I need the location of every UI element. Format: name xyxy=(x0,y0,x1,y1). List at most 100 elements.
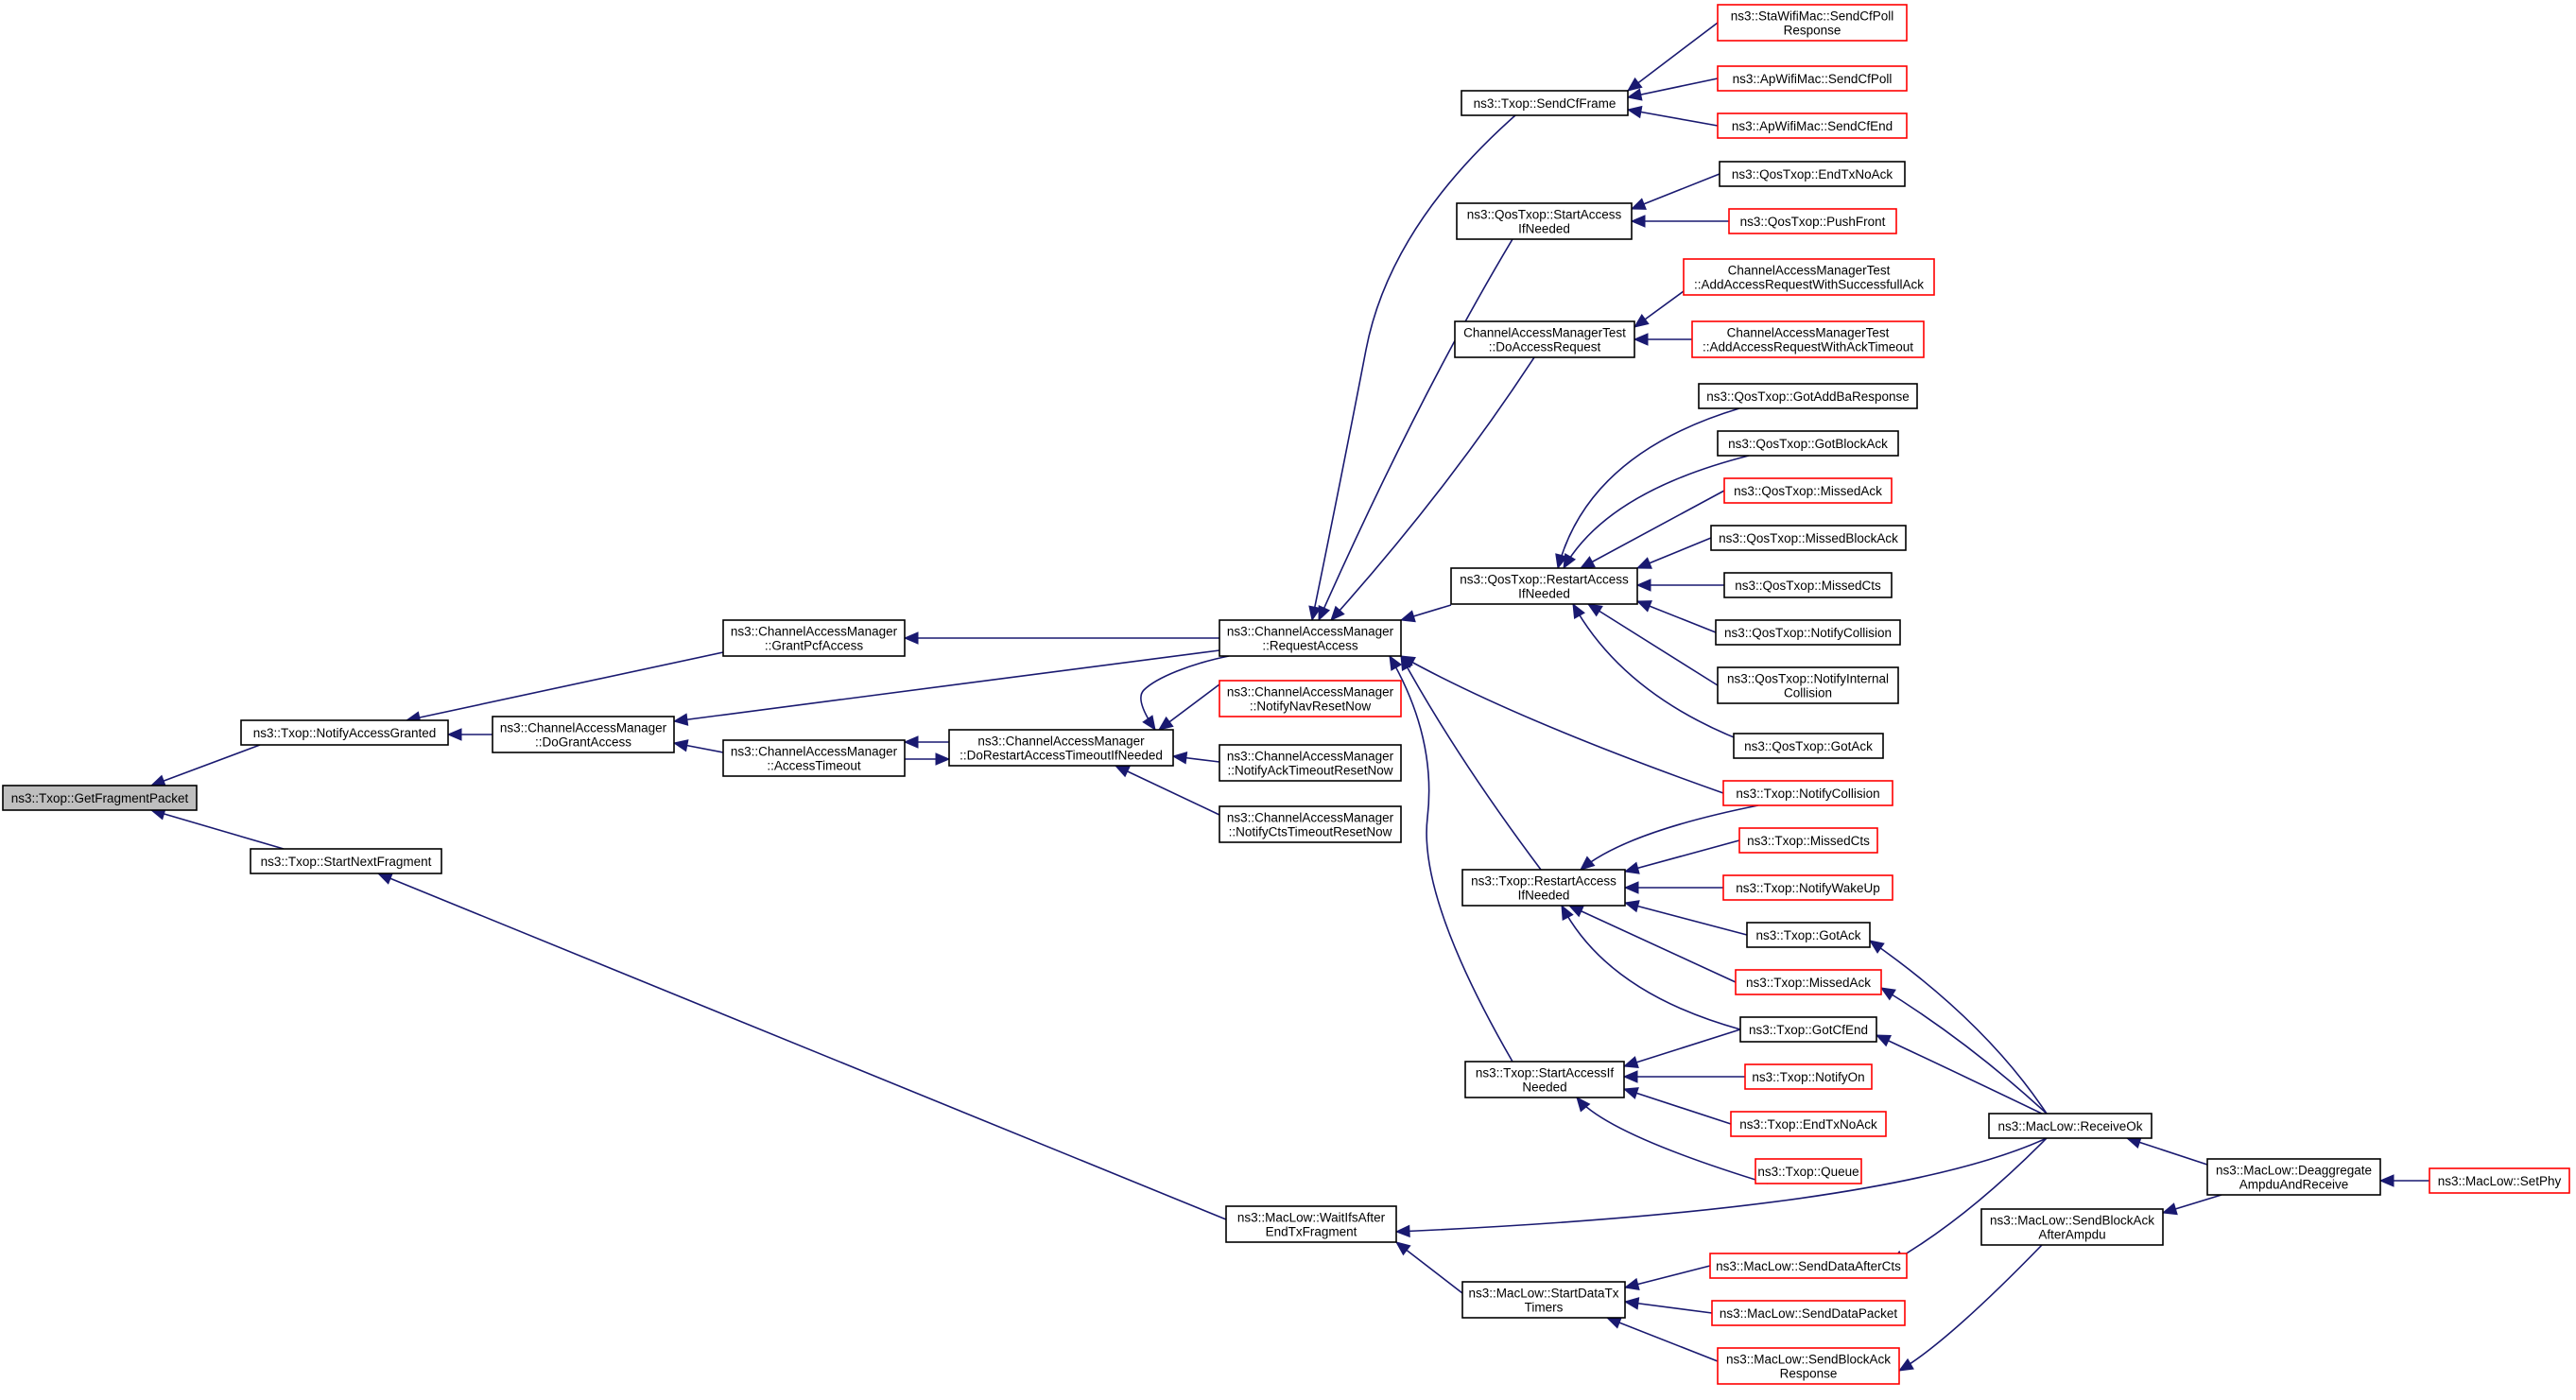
call-edge-n5-to-n4 xyxy=(672,739,724,753)
node-label-line: ns3::MacLow::StartDataTx xyxy=(1468,1287,1618,1301)
graph-node-n38[interactable]: ns3::Txop::MissedAck xyxy=(1735,969,1882,995)
graph-node-n43[interactable]: ns3::MacLow::ReceiveOk xyxy=(1988,1113,2152,1139)
call-edge-n45-to-n18 xyxy=(1623,1265,1711,1290)
graph-node-n3[interactable]: ns3::ChannelAccessManager::GrantPcfAcces… xyxy=(722,619,906,657)
call-edge-n42-to-n17 xyxy=(1576,1097,1769,1184)
node-label-line: ns3::MacLow::SendDataPacket xyxy=(1720,1306,1898,1321)
arrowhead xyxy=(1623,1277,1640,1290)
call-edge-n43-to-n38 xyxy=(1879,987,2048,1115)
graph-node-n49[interactable]: ns3::MacLow::SetPhy xyxy=(2429,1167,2570,1194)
node-label-line: ns3::Txop::GotAck xyxy=(1755,928,1860,942)
call-edge-n38-to-n16 xyxy=(1567,905,1737,983)
call-edge-n39-to-n16 xyxy=(1561,904,1741,1030)
arrowhead xyxy=(1635,600,1652,613)
arrowhead xyxy=(1622,1056,1639,1069)
graph-node-n4[interactable]: ns3::ChannelAccessManager::DoGrantAccess xyxy=(492,716,675,753)
graph-node-n8[interactable]: ns3::ChannelAccessManager::NotifyNavRese… xyxy=(1219,680,1402,717)
graph-node-n26[interactable]: ns3::QosTxop::GotAddBaResponse xyxy=(1698,383,1918,409)
graph-node-n45[interactable]: ns3::MacLow::SendDataAfterCts xyxy=(1709,1253,1908,1279)
graph-node-n30[interactable]: ns3::QosTxop::MissedCts xyxy=(1723,572,1893,598)
call-edge-n7-to-n6 xyxy=(1140,655,1230,732)
node-label-line: Needed xyxy=(1522,1080,1566,1095)
node-label-line: ns3::ChannelAccessManager xyxy=(731,745,898,759)
node-label-line: ns3::Txop::Queue xyxy=(1757,1165,1859,1179)
graph-node-n14[interactable]: ChannelAccessManagerTest::DoAccessReques… xyxy=(1454,320,1635,358)
node-label-line: ns3::ChannelAccessManager xyxy=(500,721,667,735)
arrowhead xyxy=(1580,856,1596,871)
graph-node-n23[interactable]: ns3::QosTxop::PushFront xyxy=(1728,208,1897,234)
node-label-line: ns3::QosTxop::RestartAccess xyxy=(1460,573,1629,587)
graph-node-n29[interactable]: ns3::QosTxop::MissedBlockAck xyxy=(1710,525,1907,551)
arrowhead xyxy=(1308,605,1322,622)
arrowhead xyxy=(1563,553,1577,570)
graph-node-n37[interactable]: ns3::Txop::GotAck xyxy=(1746,922,1871,948)
arrowhead xyxy=(1626,77,1643,92)
graph-node-n24[interactable]: ChannelAccessManagerTest::AddAccessReque… xyxy=(1683,258,1935,296)
graph-node-n12[interactable]: ns3::Txop::SendCfFrame xyxy=(1461,90,1629,116)
graph-node-n39[interactable]: ns3::Txop::GotCfEnd xyxy=(1739,1016,1877,1043)
node-label-line: ChannelAccessManagerTest xyxy=(1728,264,1891,278)
call-edge-n15-to-n7 xyxy=(1399,604,1452,623)
node-label-line: ns3::Txop::NotifyCollision xyxy=(1736,786,1879,801)
node-label-line: ns3::QosTxop::GotAddBaResponse xyxy=(1706,389,1910,404)
graph-node-n35[interactable]: ns3::Txop::MissedCts xyxy=(1738,827,1878,854)
node-label-line: EndTxFragment xyxy=(1266,1225,1357,1239)
arrowhead xyxy=(935,752,951,766)
call-edge-n29-to-n15 xyxy=(1635,537,1712,569)
graph-node-n22[interactable]: ns3::QosTxop::EndTxNoAck xyxy=(1719,161,1906,187)
graph-node-n2[interactable]: ns3::Txop::StartNextFragment xyxy=(250,848,442,874)
call-edge-n43-to-n39 xyxy=(1875,1034,2043,1115)
graph-node-n25[interactable]: ChannelAccessManagerTest::AddAccessReque… xyxy=(1691,320,1925,358)
node-label-line: AmpduAndReceive xyxy=(2239,1178,2349,1192)
graph-node-n41[interactable]: ns3::Txop::EndTxNoAck xyxy=(1730,1111,1887,1137)
node-label-line: ns3::MacLow::SendBlockAck xyxy=(1726,1353,1891,1367)
node-label-line: ns3::QosTxop::EndTxNoAck xyxy=(1732,167,1893,181)
graph-node-n42[interactable]: ns3::Txop::Queue xyxy=(1755,1158,1862,1184)
call-edge-n23-to-n13 xyxy=(1630,215,1729,228)
arrowhead xyxy=(1868,940,1885,954)
graph-node-n10[interactable]: ns3::ChannelAccessManager::NotifyCtsTime… xyxy=(1219,805,1402,843)
edge-layer xyxy=(149,22,2429,1372)
node-label-line: Response xyxy=(1784,24,1841,38)
graph-node-n40[interactable]: ns3::Txop::NotifyOn xyxy=(1744,1063,1873,1090)
call-edge-n48-to-n44 xyxy=(2161,1194,2222,1216)
arrowhead xyxy=(1633,333,1649,346)
graph-node-n36[interactable]: ns3::Txop::NotifyWakeUp xyxy=(1722,874,1893,901)
graph-node-n46[interactable]: ns3::MacLow::SendDataPacket xyxy=(1711,1300,1906,1326)
call-edge-n24-to-n14 xyxy=(1633,290,1685,328)
graph-node-n5[interactable]: ns3::ChannelAccessManager::AccessTimeout xyxy=(722,739,906,777)
graph-node-n1[interactable]: ns3::Txop::NotifyAccessGranted xyxy=(240,719,449,746)
graph-node-n27[interactable]: ns3::QosTxop::GotBlockAck xyxy=(1717,430,1899,457)
node-label-line: ns3::Txop::GetFragmentPacket xyxy=(11,791,189,805)
graph-node-n31[interactable]: ns3::QosTxop::NotifyCollision xyxy=(1715,619,1901,646)
node-label-line: ::DoGrantAccess xyxy=(535,735,631,750)
call-edge-n10-to-n6 xyxy=(1114,765,1220,816)
graph-node-n9[interactable]: ns3::ChannelAccessManager::NotifyAckTime… xyxy=(1219,744,1402,782)
arrowhead xyxy=(1623,1297,1640,1310)
arrowhead xyxy=(2161,1202,2178,1216)
graph-node-n7[interactable]: ns3::ChannelAccessManager::RequestAccess xyxy=(1219,619,1402,657)
node-label-line: ns3::MacLow::SendBlockAck xyxy=(1990,1214,2154,1228)
node-label-line: ::NotifyCtsTimeoutResetNow xyxy=(1229,825,1392,839)
node-label-line: ns3::QosTxop::GotBlockAck xyxy=(1728,437,1888,451)
graph-node-n33[interactable]: ns3::QosTxop::GotAck xyxy=(1733,733,1884,759)
graph-node-n6[interactable]: ns3::ChannelAccessManager::DoRestartAcce… xyxy=(948,729,1174,767)
arrowhead xyxy=(672,739,689,752)
graph-node-n34[interactable]: ns3::Txop::NotifyCollision xyxy=(1722,780,1893,806)
graph-node-n21[interactable]: ns3::ApWifiMac::SendCfEnd xyxy=(1717,112,1908,139)
graph-node-n28[interactable]: ns3::QosTxop::MissedAck xyxy=(1723,477,1893,504)
call-edge-n8-to-n6 xyxy=(1157,683,1220,731)
graph-node-n20[interactable]: ns3::ApWifiMac::SendCfPoll xyxy=(1717,65,1908,92)
call-edge-n28-to-n15 xyxy=(1579,490,1725,569)
